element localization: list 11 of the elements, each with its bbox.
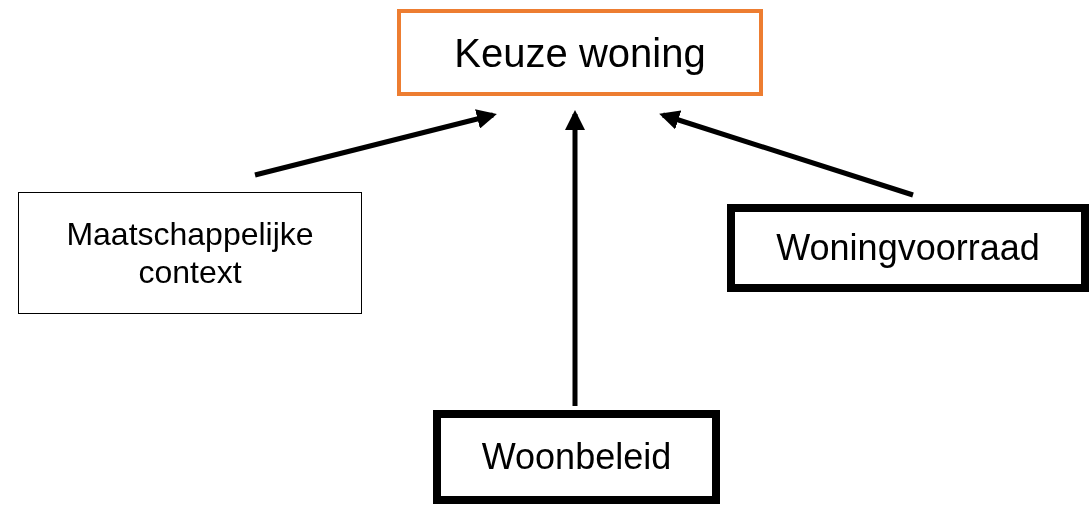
factor-box	[433, 410, 720, 504]
arrow	[659, 110, 914, 198]
decision-box	[397, 9, 763, 96]
factor-box	[727, 204, 1089, 292]
context-box	[18, 192, 362, 314]
box-label: Woonbeleid	[481, 435, 672, 479]
box-label: Woningvoorraad	[776, 226, 1040, 270]
arrow	[254, 109, 497, 178]
arrow	[565, 110, 585, 406]
box-label: Keuze woning	[454, 29, 706, 77]
box-label: Maatschappelijke context	[65, 214, 315, 292]
